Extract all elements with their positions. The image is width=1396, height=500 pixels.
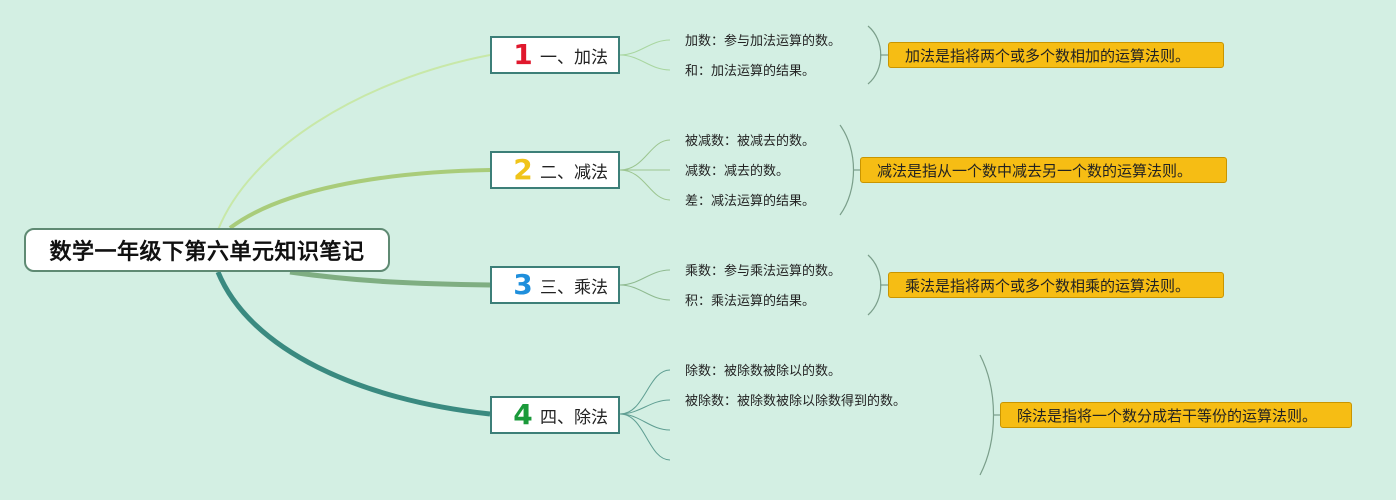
- root-title: 数学一年级下第六单元知识笔记: [49, 240, 365, 265]
- summary-bracket: [867, 25, 882, 85]
- leaf-connector: [619, 139, 671, 171]
- subtopic-difference[interactable]: 差：减法运算的结果。: [685, 194, 816, 209]
- leaf-connector: [619, 399, 671, 415]
- leaf-connector: [619, 39, 671, 56]
- topic-addition[interactable]: 1 一、加法: [490, 36, 620, 74]
- subtopic-addend[interactable]: 加数：参与加法运算的数。: [685, 34, 842, 49]
- subtopic-minuend[interactable]: 被减数：被减去的数。: [685, 134, 816, 149]
- number-4-icon: 4: [513, 398, 533, 431]
- leaf-connector: [619, 169, 671, 201]
- summary-multiplication[interactable]: 乘法是指将两个或多个数相乘的运算法则。: [888, 272, 1224, 298]
- subtopic-dividend[interactable]: 被除数：被除数被除以除数得到的数。: [685, 394, 907, 409]
- leaf-connector: [619, 369, 671, 415]
- summary-bracket: [979, 354, 995, 476]
- summary-text: 乘法是指将两个或多个数相乘的运算法则。: [905, 276, 1191, 295]
- summary-addition[interactable]: 加法是指将两个或多个数相加的运算法则。: [888, 42, 1224, 68]
- topic-division[interactable]: 4 四、除法: [490, 396, 620, 434]
- summary-bracket: [839, 124, 854, 216]
- connector-root-to-subtraction: [228, 168, 491, 230]
- leaf-connector: [619, 269, 671, 286]
- topic-subtraction[interactable]: 2 二、减法: [490, 151, 620, 189]
- leaf-connector: [619, 413, 671, 431]
- connector-root-to-division: [215, 271, 491, 417]
- topic-label: 三、乘法: [540, 277, 608, 298]
- subtopic-subtrahend[interactable]: 减数：减去的数。: [685, 164, 790, 179]
- topic-label: 一、加法: [540, 47, 608, 68]
- summary-bracket: [867, 254, 882, 316]
- leaf-connector: [619, 54, 671, 71]
- connector-root-to-addition: [217, 54, 491, 231]
- leaf-connector: [619, 284, 671, 301]
- number-3-icon: 3: [513, 268, 533, 301]
- number-1-icon: 1: [513, 38, 533, 71]
- number-2-icon: 2: [513, 153, 533, 186]
- summary-text: 除法是指将一个数分成若干等份的运算法则。: [1017, 406, 1318, 425]
- subtopic-product[interactable]: 积：乘法运算的结果。: [685, 294, 816, 309]
- summary-subtraction[interactable]: 减法是指从一个数中减去另一个数的运算法则。: [860, 157, 1227, 183]
- leaf-connector: [619, 413, 671, 461]
- topic-multiplication[interactable]: 3 三、乘法: [490, 266, 620, 304]
- connector-root-to-multiplication: [289, 269, 491, 288]
- root-topic[interactable]: 数学一年级下第六单元知识笔记: [24, 228, 390, 272]
- topic-label: 四、除法: [540, 407, 608, 428]
- subtopic-factor[interactable]: 乘数：参与乘法运算的数。: [685, 264, 842, 279]
- summary-division[interactable]: 除法是指将一个数分成若干等份的运算法则。: [1000, 402, 1352, 428]
- summary-text: 加法是指将两个或多个数相加的运算法则。: [905, 46, 1191, 65]
- subtopic-divisor[interactable]: 除数：被除数被除以的数。: [685, 364, 842, 379]
- subtopic-sum[interactable]: 和：加法运算的结果。: [685, 64, 816, 79]
- topic-label: 二、减法: [540, 162, 608, 183]
- summary-text: 减法是指从一个数中减去另一个数的运算法则。: [877, 161, 1193, 180]
